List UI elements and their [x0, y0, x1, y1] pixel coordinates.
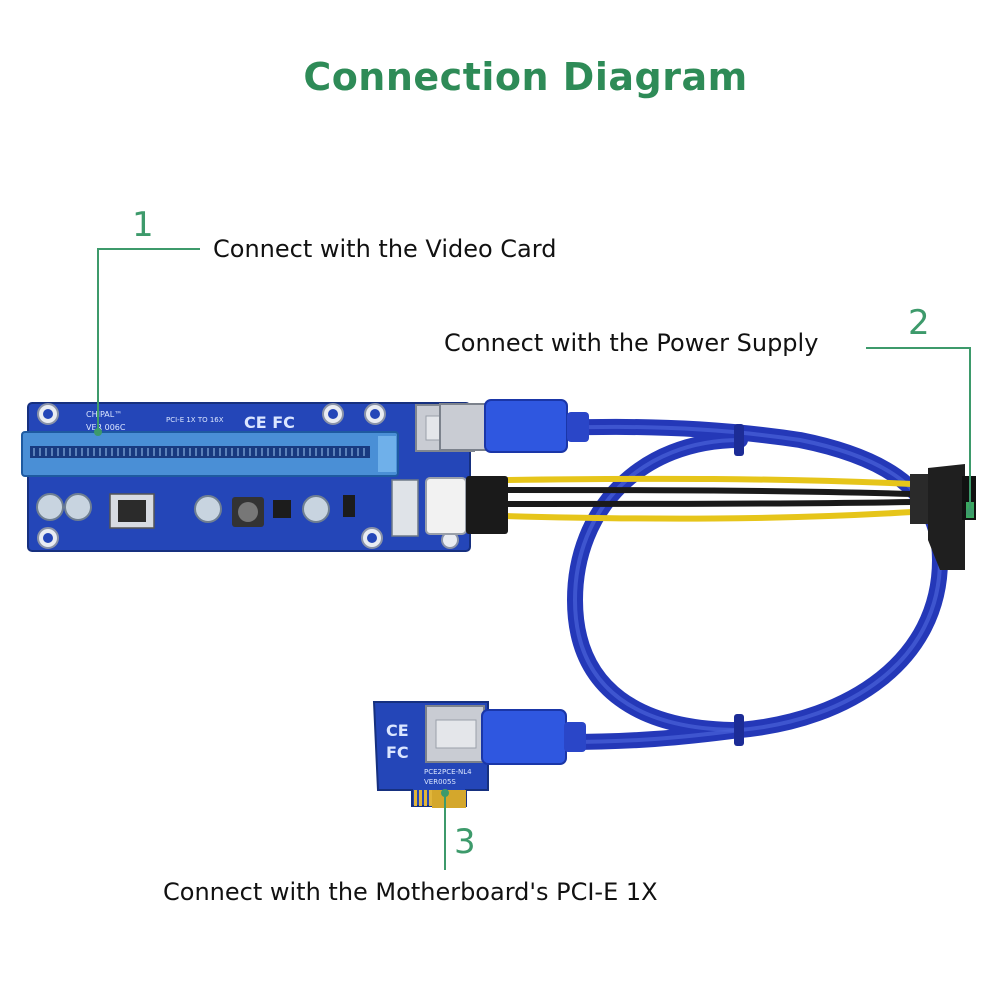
callout-number-2: 2: [908, 303, 930, 343]
molex-connector-icon: [391, 476, 508, 537]
riser-board: CHIPAL™ VER 006C PCI-E 1X TO 16X CE FC: [21, 402, 508, 552]
callout-line-1: [97, 248, 200, 430]
small-board-model: PCE2PCE-NL4: [424, 768, 472, 776]
callout-label-video-card: Connect with the Video Card: [213, 235, 557, 263]
board-model: PCI-E 1X TO 16X: [166, 416, 224, 424]
usb-plug-main: [439, 399, 589, 453]
callout-label-motherboard: Connect with the Motherboard's PCI-E 1X: [163, 878, 658, 906]
callout-label-power-supply: Connect with the Power Supply: [444, 329, 819, 357]
callout-number-3: 3: [454, 822, 476, 862]
callout-line-2: [866, 347, 971, 510]
cert-marks: CE FC: [244, 413, 295, 432]
small-cert-top: CE: [386, 721, 409, 740]
usb-cable-loop: [566, 432, 748, 738]
small-cert-bottom: FC: [386, 743, 409, 762]
callout-lines: [94, 248, 974, 870]
pcie-x16-slot: [21, 431, 399, 477]
diagram-title: Connection Diagram: [303, 55, 748, 99]
board-brand: CHIPAL™: [86, 410, 122, 419]
usb-plug-small: [425, 705, 586, 765]
board-version: VER 006C: [86, 423, 126, 432]
sata-connector-icon: [910, 464, 976, 570]
capacitors: [36, 493, 330, 523]
small-board-version: VER005S: [424, 778, 456, 786]
power-wires: [504, 475, 913, 522]
callout-number-1: 1: [132, 205, 154, 245]
